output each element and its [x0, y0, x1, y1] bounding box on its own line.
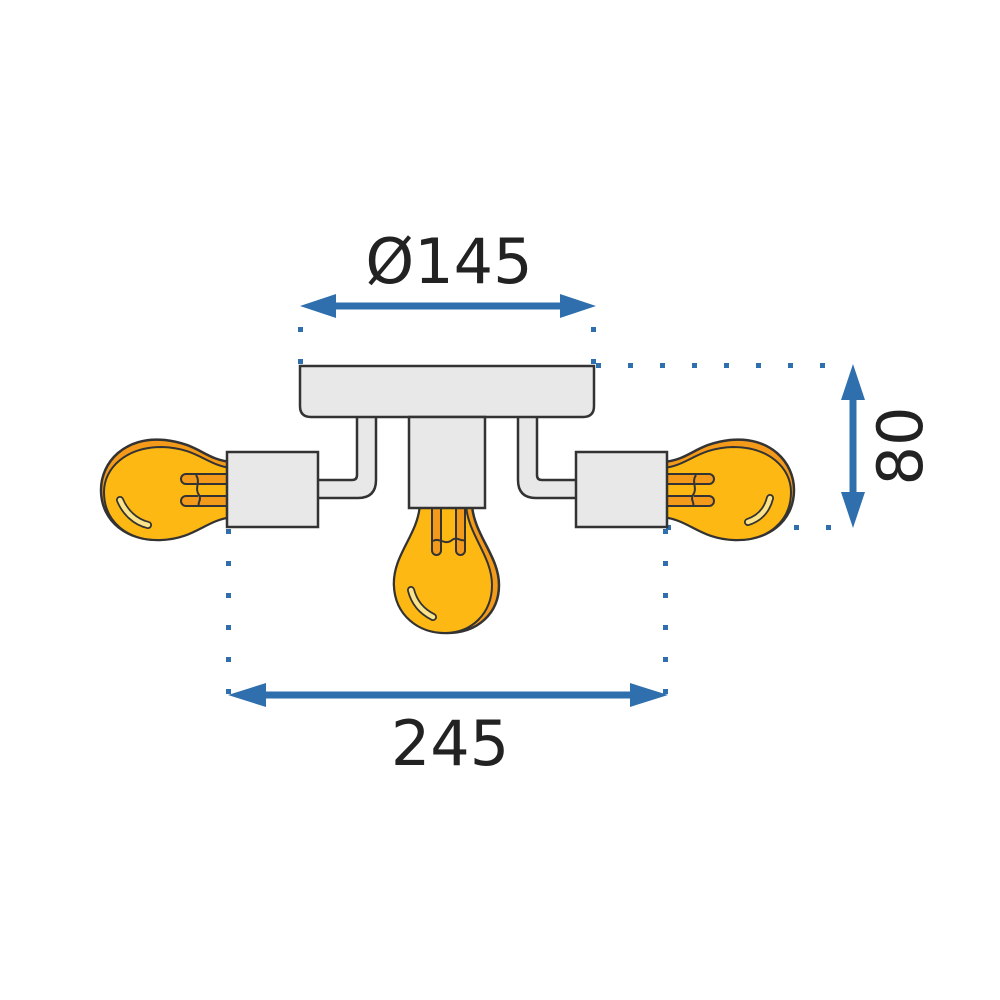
width-extension-dots-right [663, 529, 668, 694]
left-arm [314, 412, 378, 500]
width-extension-dots-left [226, 529, 231, 694]
left-bulb [99, 438, 234, 542]
center-bulb [392, 503, 501, 635]
ceiling-plate [298, 364, 596, 419]
right-socket [574, 450, 669, 529]
diameter-arrow [300, 294, 596, 318]
height-arrow [841, 364, 865, 528]
right-arm [516, 412, 580, 500]
diameter-dimension: Ø145 [298, 225, 596, 364]
width-label: 245 [391, 707, 509, 780]
diameter-extension-dots [298, 327, 596, 364]
width-dimension: 245 [226, 529, 668, 780]
lamp-illustration [99, 364, 796, 635]
center-column [407, 415, 487, 510]
left-socket [225, 450, 320, 529]
right-bulb [661, 438, 796, 542]
width-arrow [228, 683, 668, 707]
height-label: 80 [864, 407, 937, 486]
height-extension-dots-top [596, 363, 825, 368]
height-dimension: 80 [596, 363, 937, 530]
diameter-label: Ø145 [365, 225, 532, 298]
